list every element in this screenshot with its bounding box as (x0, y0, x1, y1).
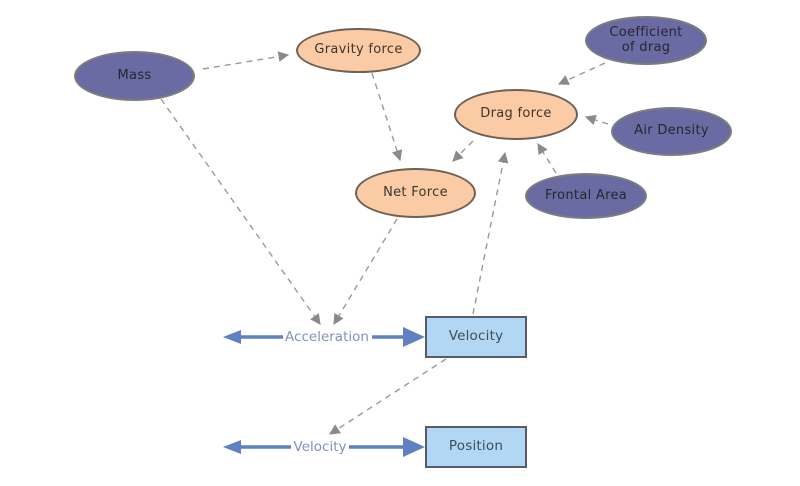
node-drag-force-label: Drag force (480, 106, 552, 122)
link-mass-acceleration[interactable] (160, 98, 321, 325)
node-drag-force[interactable]: Drag force (454, 89, 578, 140)
velocity-flow-label: Velocity (293, 439, 347, 455)
node-gravity-force-label: Gravity force (314, 42, 403, 58)
acceleration-flow-right-arrowhead (403, 327, 425, 347)
node-mass[interactable]: Mass (74, 51, 195, 101)
node-net-force-label: Net Force (383, 184, 448, 200)
link-mass-gravity-force[interactable] (202, 51, 290, 70)
node-frontal-area[interactable]: Frontal Area (525, 173, 647, 219)
node-net-force[interactable]: Net Force (355, 168, 476, 218)
link-gravity-force-net-force[interactable] (371, 72, 403, 162)
node-air-density-label: Air Density (634, 123, 709, 139)
link-drag-force-net-force[interactable] (452, 140, 474, 162)
node-gravity-force[interactable]: Gravity force (296, 28, 421, 73)
link-air-density-drag-force[interactable] (584, 114, 609, 125)
stock-position[interactable]: Position (425, 426, 527, 468)
link-frontal-area-drag-force[interactable] (537, 142, 557, 174)
node-coefficient-of-drag[interactable]: Coefficient of drag (585, 16, 707, 65)
link-velocity-velocity-flow[interactable] (328, 358, 447, 435)
acceleration-flow-arrow[interactable] (223, 327, 425, 347)
stock-velocity-label: Velocity (448, 328, 504, 345)
acceleration-flow-label: Acceleration (285, 329, 369, 345)
node-mass-label: Mass (117, 67, 152, 83)
velocity-flow-arrow[interactable] (223, 437, 425, 457)
node-coefficient-of-drag-label: Coefficient of drag (609, 24, 683, 55)
stock-position-label: Position (448, 438, 504, 455)
link-net-force-acceleration[interactable] (333, 218, 398, 326)
acceleration-flow-left-arrowhead (223, 330, 241, 344)
node-frontal-area-label: Frontal Area (544, 187, 628, 203)
link-velocity-drag-force[interactable] (472, 151, 509, 315)
stock-velocity[interactable]: Velocity (425, 316, 527, 358)
node-air-density[interactable]: Air Density (611, 107, 732, 156)
velocity-flow-right-arrowhead (403, 437, 425, 457)
velocity-flow-left-arrowhead (223, 440, 241, 454)
link-coefficient-of-drag-drag-force[interactable] (557, 62, 606, 85)
